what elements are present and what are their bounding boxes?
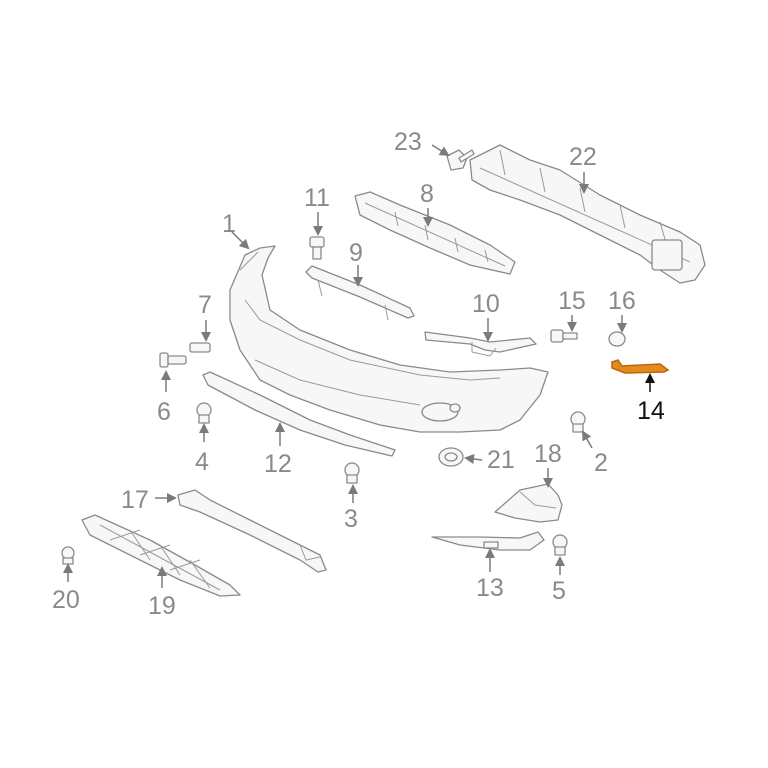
callout-8: 8 [420, 180, 434, 208]
callout-16: 16 [608, 287, 636, 315]
part-16-clip [608, 331, 626, 347]
part-13-molding [431, 531, 545, 551]
callout-14: 14 [637, 397, 665, 425]
part-22-reinforcement-beam [469, 144, 706, 284]
part-19-grille [81, 514, 241, 597]
leader-23 [431, 144, 450, 157]
part-23-bolt [446, 149, 475, 171]
part-3-clip [344, 462, 360, 484]
part-12-lower-spoiler [202, 371, 396, 457]
callout-15: 15 [558, 287, 586, 315]
part-9-bracket [305, 265, 415, 321]
callout-19: 19 [148, 592, 176, 620]
callout-1: 1 [222, 210, 236, 238]
callout-23: 23 [394, 128, 422, 156]
callout-7: 7 [198, 291, 212, 319]
callout-22: 22 [569, 143, 597, 171]
callout-13: 13 [476, 574, 504, 602]
callout-6: 6 [157, 398, 171, 426]
callout-4: 4 [195, 448, 209, 476]
callout-21: 21 [487, 446, 515, 474]
leader-1 [231, 231, 250, 250]
part-8-absorber [354, 191, 516, 275]
part-10-bracket [424, 331, 537, 357]
leader-2 [582, 430, 593, 449]
part-15-bolt [550, 329, 578, 343]
part-2-clip [570, 411, 586, 433]
part-14-bracket-highlighted [611, 359, 670, 374]
callout-12: 12 [264, 450, 292, 478]
callout-3: 3 [344, 505, 358, 533]
callout-17: 17 [121, 486, 149, 514]
part-20-screw [61, 546, 75, 565]
callout-10: 10 [472, 290, 500, 318]
callout-18: 18 [534, 440, 562, 468]
part-18-bracket [494, 483, 563, 523]
part-1-bumper-cover [229, 245, 549, 433]
callout-11: 11 [304, 184, 330, 212]
part-11-bolt [309, 236, 325, 260]
callout-9: 9 [349, 239, 363, 267]
leader-21 [464, 454, 483, 464]
part-5-clip [552, 534, 568, 556]
callout-2: 2 [594, 449, 608, 477]
part-17-bracket [177, 489, 327, 573]
callout-20: 20 [52, 586, 80, 614]
part-21-grommet [438, 447, 464, 467]
part-6-screw [159, 352, 187, 368]
callout-5: 5 [552, 577, 566, 605]
part-4-clip [196, 402, 212, 424]
part-7-screw [189, 342, 211, 353]
